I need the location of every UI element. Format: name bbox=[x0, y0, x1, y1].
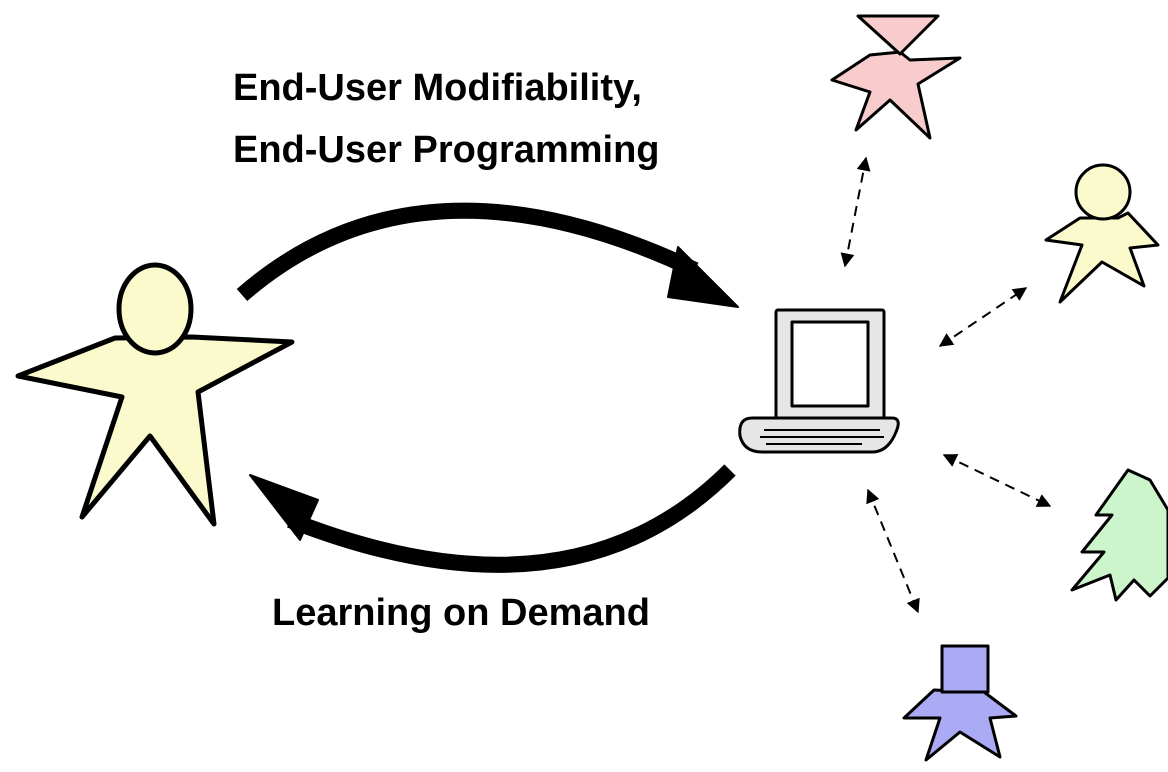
computer-screen bbox=[790, 320, 870, 408]
green-tree-icon bbox=[1070, 468, 1168, 602]
connector-green bbox=[942, 454, 1052, 507]
learning-on-demand-label: Learning on Demand bbox=[272, 592, 650, 634]
arrow-to-user bbox=[249, 464, 736, 573]
blue-user-icon bbox=[902, 644, 1018, 762]
arrow-to-computer bbox=[236, 202, 739, 308]
main-user-icon bbox=[15, 262, 295, 527]
blue-user-body bbox=[902, 688, 1018, 762]
connector-yellow bbox=[938, 287, 1028, 347]
green-tree-body bbox=[1070, 468, 1168, 602]
main-user-head bbox=[116, 262, 194, 356]
connector-blue bbox=[866, 488, 920, 614]
yellow-user-icon bbox=[1044, 163, 1160, 304]
computer-keyboard bbox=[738, 416, 900, 454]
end-user-programming-label: End-User Programming bbox=[233, 129, 660, 171]
connector-pink bbox=[840, 156, 871, 268]
pink-user-icon bbox=[830, 14, 962, 140]
end-user-modifiability-label: End-User Modifiability, bbox=[233, 67, 642, 109]
computer-icon bbox=[738, 308, 900, 454]
network-connectors bbox=[840, 156, 1052, 614]
yellow-user-head bbox=[1074, 163, 1132, 221]
blue-user-head bbox=[940, 644, 990, 694]
yellow-user-body bbox=[1044, 211, 1160, 304]
main-user-body bbox=[15, 334, 295, 527]
pink-user-body bbox=[830, 50, 962, 140]
pink-user-head bbox=[856, 14, 940, 56]
